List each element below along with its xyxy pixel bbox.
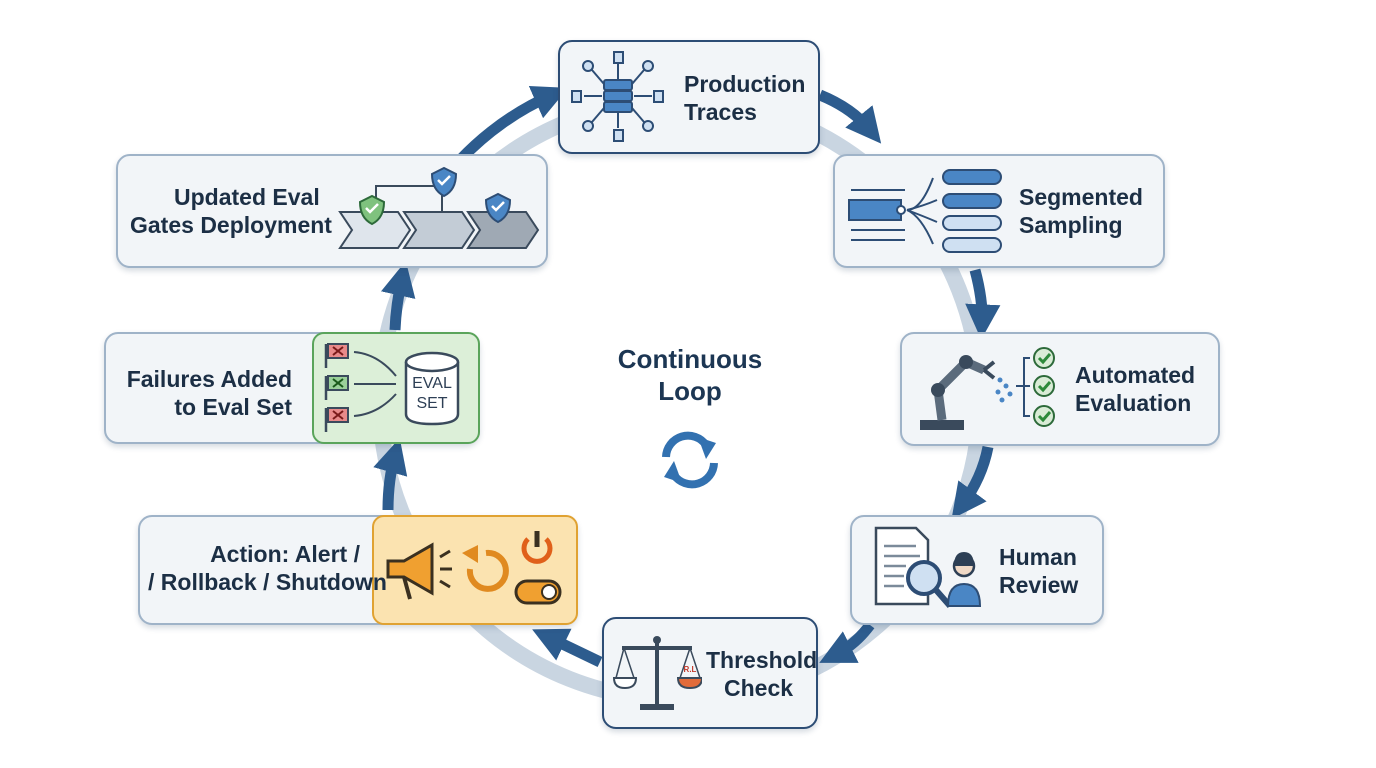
- robot-arm-check-icon: [920, 347, 1055, 430]
- label-line2: Sampling: [1019, 212, 1123, 238]
- scale-mark-text: R.L: [684, 665, 697, 674]
- flow-arrow-2: [965, 268, 1001, 340]
- label-line2: to Eval Set: [174, 394, 292, 420]
- step-threshold-check: [602, 617, 818, 729]
- eval-db-text-1: EVAL: [412, 375, 452, 392]
- refresh-cycle-icon: [662, 431, 718, 489]
- label-line2: / Rollback / Shutdown: [148, 569, 387, 595]
- step-segmented-sampling-label: Segmented Sampling: [1019, 183, 1143, 239]
- balance-scale-icon: R.L: [612, 636, 702, 710]
- flow-arrow-7: [381, 260, 416, 331]
- label-line1: Threshold: [706, 647, 818, 673]
- flow-arrow-6: [373, 438, 408, 511]
- label-line1: Segmented: [1019, 184, 1143, 210]
- gated-pipeline-shields-icon: [338, 166, 540, 249]
- label-line2: Evaluation: [1075, 390, 1192, 416]
- data-distribution-icon: [571, 51, 664, 142]
- flow-arrow-8: [456, 86, 569, 164]
- label-line1: Automated: [1075, 362, 1196, 388]
- step-human-review-label: Human Review: [999, 543, 1078, 599]
- flow-arrow-4: [819, 621, 875, 663]
- center-title: Continuous Loop: [590, 343, 790, 407]
- step-failures-added-label: Failures Added to Eval Set: [112, 365, 292, 421]
- failure-flags-to-database-icon: EVAL SET: [324, 343, 460, 432]
- step-action-label: Action: Alert / / Rollback / Shutdown: [148, 540, 387, 596]
- flow-arrow-3: [951, 445, 994, 520]
- step-automated-evaluation-label: Automated Evaluation: [1075, 361, 1195, 417]
- flow-arrow-5: [532, 628, 603, 667]
- label-line1: Action: Alert /: [210, 541, 360, 567]
- label-line1: Production: [684, 71, 806, 97]
- step-production-traces-label: Production Traces: [684, 70, 805, 126]
- label-line2: Gates Deployment: [130, 212, 332, 238]
- label-line2: Traces: [684, 99, 757, 125]
- label-line2: Check: [724, 675, 794, 701]
- label-line1: Failures Added: [126, 366, 292, 392]
- label-line1: Updated Eval: [174, 184, 320, 210]
- step-threshold-check-label: Threshold Check: [706, 646, 817, 702]
- flow-arrow-1: [817, 89, 882, 144]
- document-search-person-icon: [874, 526, 982, 608]
- sampling-split-icon: [848, 169, 1002, 253]
- label-line2: Review: [999, 572, 1079, 598]
- center-title-line2: Loop: [658, 376, 722, 406]
- step-updated-eval-gates-label: Updated Eval Gates Deployment: [130, 183, 332, 239]
- label-line1: Human: [999, 544, 1077, 570]
- megaphone-rollback-power-icon: [386, 531, 562, 605]
- center-title-line1: Continuous: [617, 344, 763, 374]
- eval-db-text-2: SET: [416, 395, 447, 412]
